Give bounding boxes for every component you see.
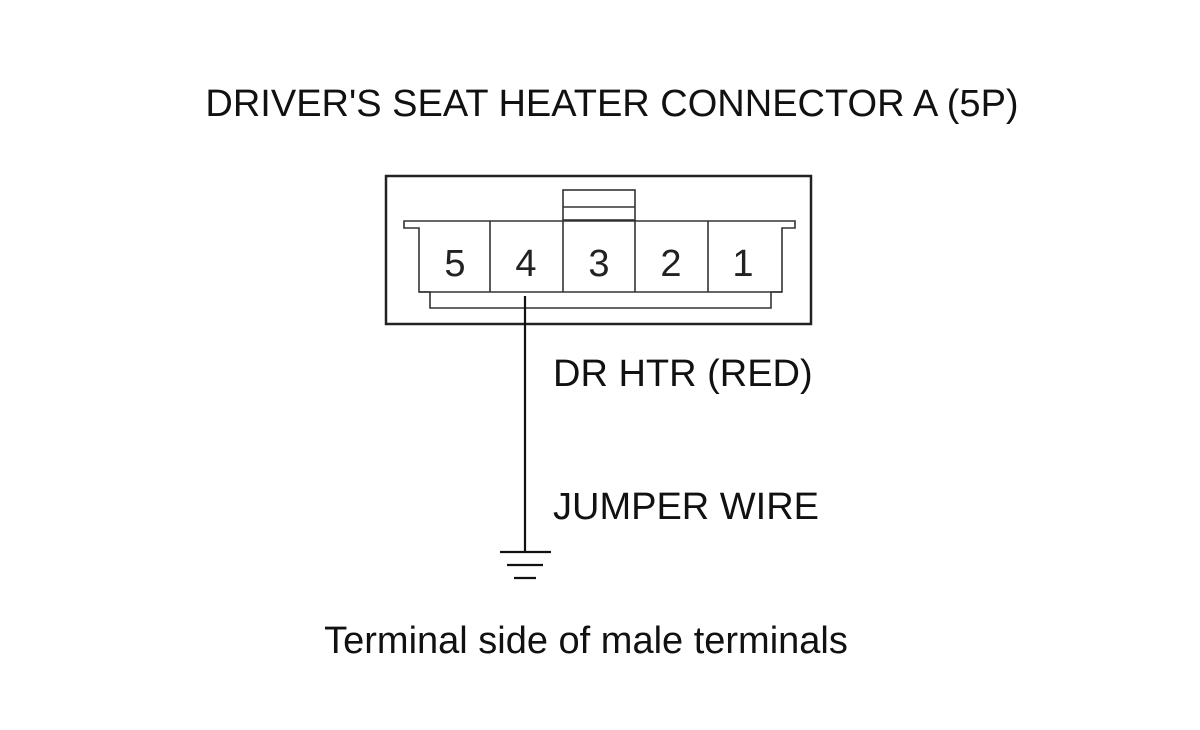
pin-number: 2 — [660, 243, 681, 285]
diagram-caption: Terminal side of male terminals — [324, 620, 848, 662]
connector-outer-body — [384, 174, 813, 326]
diagram-title: DRIVER'S SEAT HEATER CONNECTOR A (5P) — [205, 83, 1018, 125]
jumper-wire-label: JUMPER WIRE — [553, 486, 819, 528]
pin-number: 4 — [515, 243, 536, 285]
pin-number: 3 — [588, 243, 609, 285]
pin-number: 1 — [732, 243, 753, 285]
wire-label: DR HTR (RED) — [553, 353, 813, 395]
pin-number: 5 — [444, 243, 465, 285]
connector-lock-tab — [562, 189, 636, 221]
ground-symbol-icon — [500, 550, 551, 580]
connector-housing: 5 4 3 2 1 — [384, 174, 813, 326]
